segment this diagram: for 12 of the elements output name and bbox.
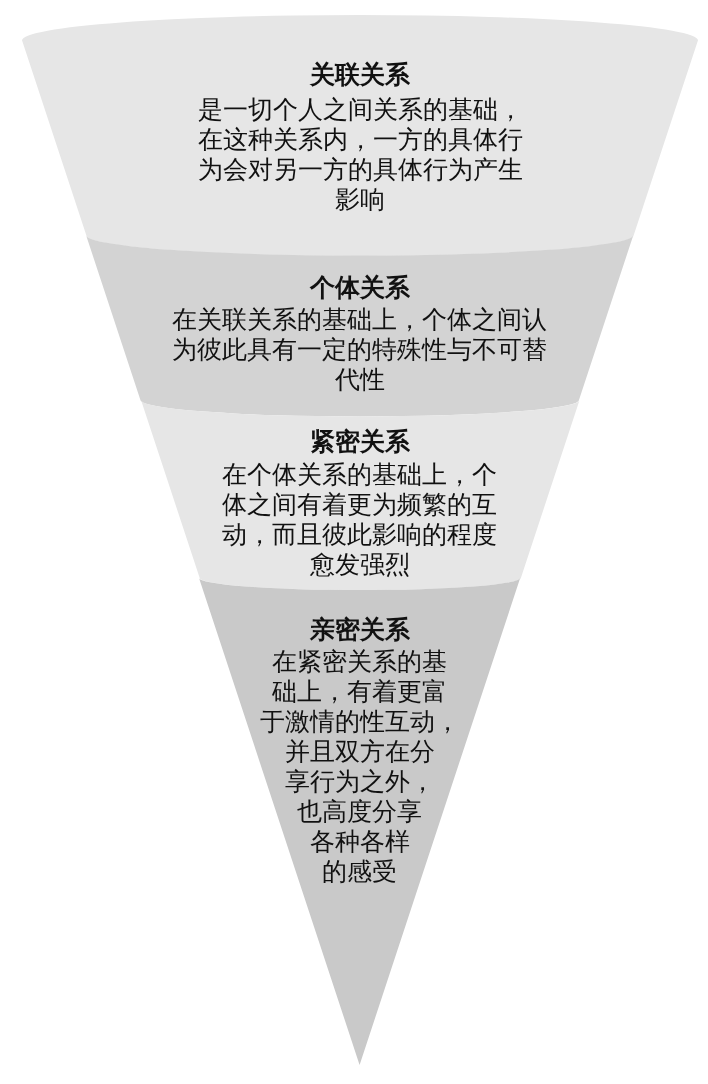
band-title: 个体关系: [310, 273, 410, 303]
band-description: 是一切个人之间关系的基础，在这种关系内，一方的具体行为会对另一方的具体行为产生影响: [197, 95, 523, 215]
band-title: 亲密关系: [310, 615, 410, 645]
band-title: 紧密关系: [310, 427, 410, 457]
band-title: 关联关系: [310, 60, 410, 90]
funnel-band: [199, 578, 521, 1065]
funnel-band: [140, 400, 580, 591]
band-description: 在个体关系的基础上，个体之间有着更为频繁的互动，而且彼此影响的程度愈发强烈: [222, 460, 498, 580]
band-description: 在紧密关系的基础上，有着更富于激情的性互动，并且双方在分享行为之外，也高度分享各种各样的感受: [260, 647, 460, 887]
funnel-band: [86, 235, 634, 417]
funnel-band: [22, 14, 698, 256]
band-description: 在关联关系的基础上，个体之间认为彼此具有一定的特殊性与不可替代性: [172, 305, 548, 395]
